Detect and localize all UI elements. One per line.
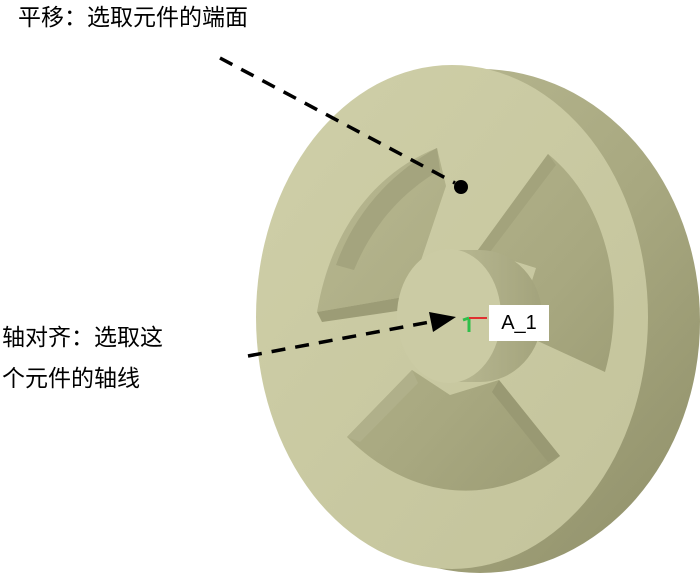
window-inner-walls (317, 148, 560, 462)
leader-axis-align (247, 312, 456, 358)
translate-annotation: 平移：选取元件的端面 (18, 5, 248, 31)
axis-align-annotation-line1: 轴对齐：选取这 (2, 325, 163, 351)
axis-align-annotation-line2: 个元件的轴线 (2, 366, 140, 392)
leader-translate (219, 56, 468, 194)
axis-label-a1: A_1 (489, 305, 549, 341)
axis-marker-icon (462, 316, 487, 332)
